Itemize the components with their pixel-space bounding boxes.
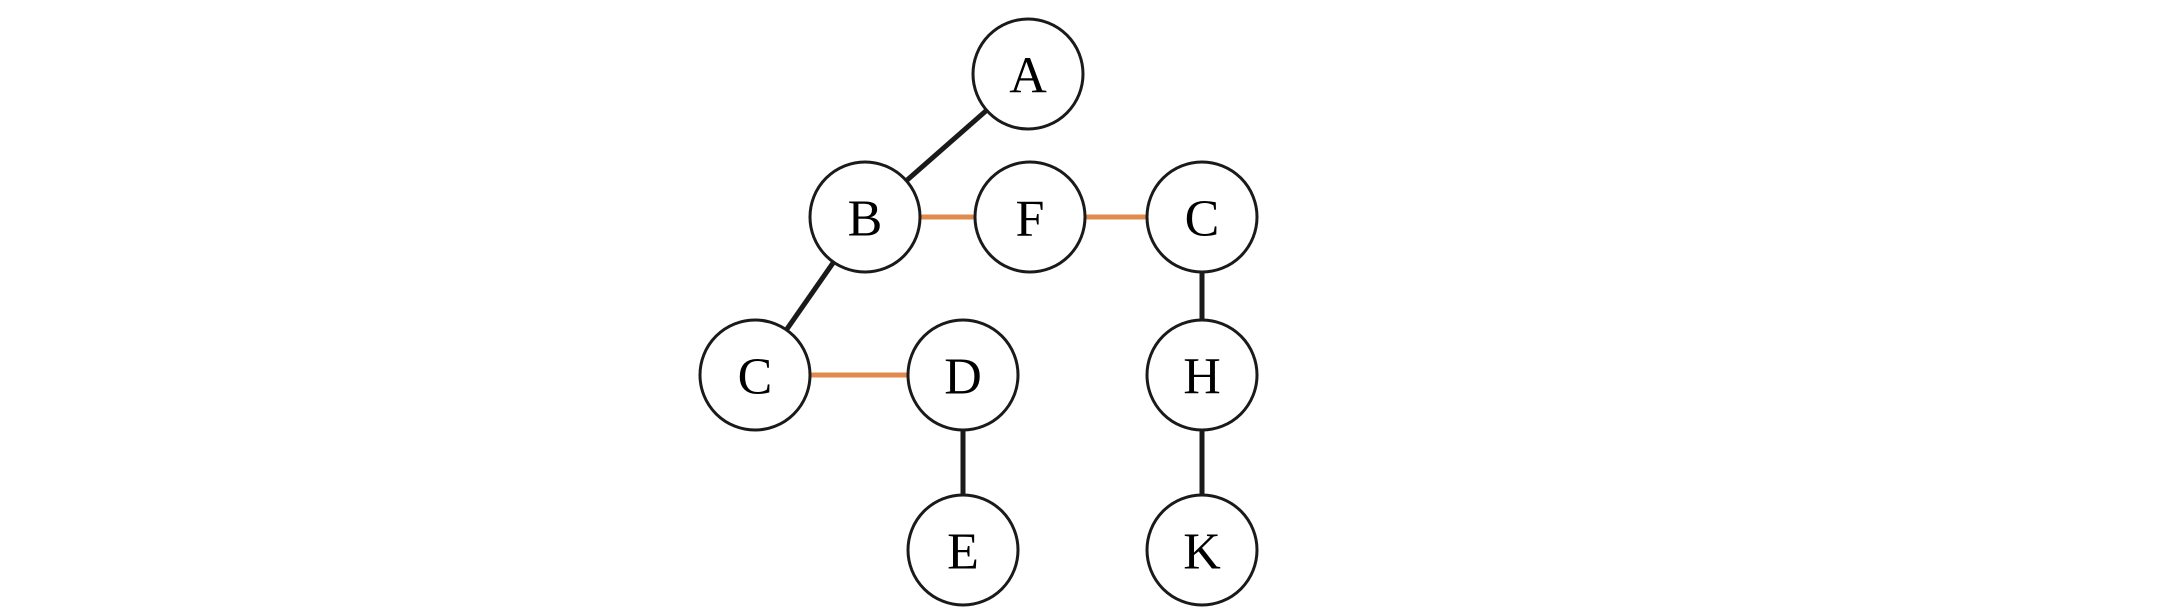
node-circle[interactable] (906, 318, 1020, 432)
node-layer: A B F C C D H E K (698, 17, 1259, 607)
graph-node[interactable]: E (906, 493, 1020, 607)
node-label: C (1185, 191, 1220, 248)
node-circle[interactable] (1145, 493, 1259, 607)
graph-node[interactable]: F (973, 160, 1087, 274)
node-label: K (1183, 524, 1221, 581)
graph-edge[interactable] (904, 108, 989, 183)
graph-node[interactable]: C (698, 318, 812, 432)
node-label: C (738, 349, 773, 406)
graph-node[interactable]: K (1145, 493, 1259, 607)
node-circle[interactable] (973, 160, 1087, 274)
node-circle[interactable] (808, 160, 922, 274)
node-label: D (944, 349, 982, 406)
node-circle[interactable] (1145, 160, 1259, 274)
graph-node[interactable]: C (1145, 160, 1259, 274)
graph-node[interactable]: A (971, 17, 1085, 131)
node-circle[interactable] (906, 493, 1020, 607)
node-label: H (1183, 349, 1221, 406)
node-circle[interactable] (971, 17, 1085, 131)
graph-node[interactable]: B (808, 160, 922, 274)
node-label: B (848, 191, 883, 248)
graph-node[interactable]: H (1145, 318, 1259, 432)
graph-edge[interactable] (784, 260, 836, 332)
node-label: E (947, 524, 979, 581)
node-circle[interactable] (1145, 318, 1259, 432)
node-label: F (1016, 191, 1045, 248)
graph-node[interactable]: D (906, 318, 1020, 432)
node-label: A (1009, 48, 1047, 105)
edge-layer (784, 108, 1205, 495)
node-circle[interactable] (698, 318, 812, 432)
